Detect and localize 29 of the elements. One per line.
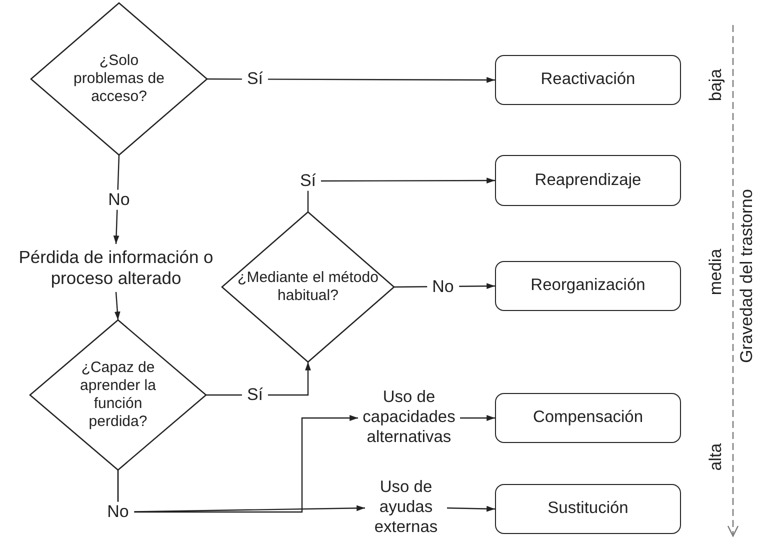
arrow: [117, 470, 365, 513]
arrow: [307, 178, 495, 212]
outcome-box: [495, 261, 681, 311]
severity-level: media: [706, 248, 726, 296]
step-text: Uso de capacidades alternativas: [362, 388, 456, 448]
arrow: [460, 415, 495, 421]
outcome-text: Reaprendizaje: [534, 170, 642, 190]
outcome-text: Compensación: [532, 408, 644, 428]
question-text: ¿Mediante el método habitual?: [236, 269, 380, 305]
outcome-box: [495, 55, 681, 105]
arrow: [446, 506, 496, 512]
step-text: Uso de ayudas externas: [373, 478, 439, 538]
arrow: [207, 77, 495, 83]
question-text: ¿Solo problemas de acceso?: [72, 52, 166, 106]
severity-level: alta: [706, 443, 726, 471]
outcome-box: [495, 393, 681, 443]
decision-diamond: [222, 212, 394, 362]
decision-diamond: [30, 320, 206, 470]
outcome-text: Reactivación: [540, 70, 636, 90]
axis-title: Gravedad del trastorno: [737, 189, 757, 363]
outcome-box: [495, 484, 681, 534]
decision-diamond: [31, 3, 207, 155]
outcome-text: Reorganización: [530, 276, 646, 296]
outcome-text: Sustitución: [548, 499, 628, 519]
arrow: [114, 292, 120, 320]
outcome-box: [495, 155, 681, 206]
step-text: Pérdida de información o proceso alterado: [18, 247, 214, 289]
question-text: ¿Capaz de aprender la función perdida?: [79, 359, 157, 431]
severity-level: baja: [706, 68, 726, 102]
